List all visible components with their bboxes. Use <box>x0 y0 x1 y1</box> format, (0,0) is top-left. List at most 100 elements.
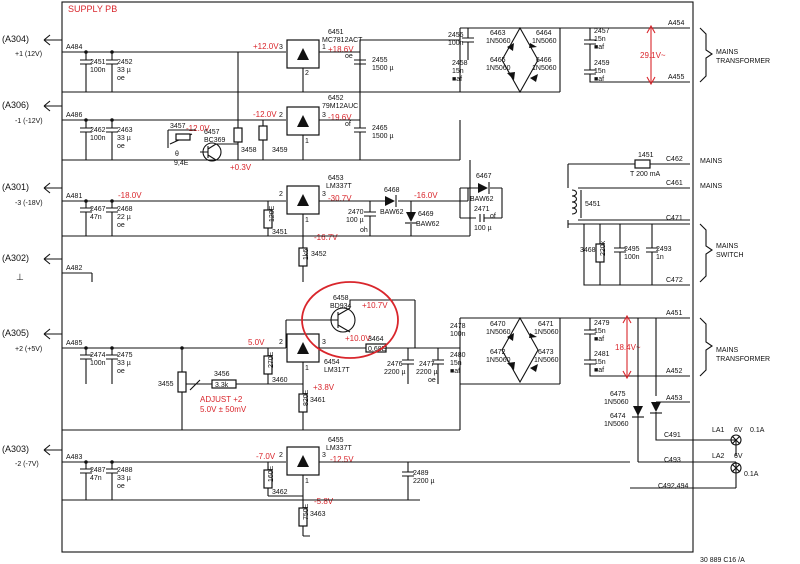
rail-label: (A301) <box>2 182 29 192</box>
node-c491: C491 <box>664 432 681 439</box>
d6466-part: 1N5060 <box>532 65 557 72</box>
d6466-ref: 6466 <box>536 57 552 64</box>
v-12v-neg: -12.0V <box>253 110 277 119</box>
tr-ref: 6457 <box>204 129 220 136</box>
r3462-val: 160E <box>268 465 275 482</box>
c2480-ref: 2480 <box>450 352 466 359</box>
v-30v7: -30.7V <box>328 194 352 203</box>
svg-text:1: 1 <box>305 365 309 372</box>
c2458-val: 15n <box>452 68 464 75</box>
rail-a302: (A302) ⊥ <box>2 253 62 282</box>
rail-a304: (A304) +1 (12V) <box>2 34 62 58</box>
rail-sub: -2 (-7V) <box>15 461 39 468</box>
c2488-val: 33 µ <box>117 475 131 482</box>
rail-a306: (A306) -1 (-12V) <box>2 100 62 125</box>
d6474-ref: 6474 <box>610 413 626 420</box>
node-a486: A486 <box>66 112 82 119</box>
v-3v8: +3.8V <box>313 383 335 392</box>
rail-label: (A305) <box>2 328 29 338</box>
c2465-val: 1500 µ <box>372 133 394 140</box>
c2479-ref: 2479 <box>594 320 610 327</box>
c2493-val: 1n <box>656 254 664 261</box>
c2462-ref: 2462 <box>90 127 106 134</box>
d6472-part: 1N5060 <box>486 357 511 364</box>
c2470-pol: oh <box>360 227 368 234</box>
c2480-val: 15n <box>450 360 462 367</box>
node-c472: C472 <box>666 277 683 284</box>
rail-label: (A306) <box>2 100 29 110</box>
svg-text:1: 1 <box>305 478 309 485</box>
c2475-val: 33 µ <box>117 360 131 367</box>
fuse-ref: 1451 <box>638 152 654 159</box>
c2468-pol: oe <box>117 222 125 229</box>
c2477-val: 2200 µ <box>416 369 438 376</box>
node-a485: A485 <box>66 340 82 347</box>
svg-text:1: 1 <box>305 217 309 224</box>
board-frame <box>61 1 694 553</box>
node-c462: C462 <box>666 156 683 163</box>
v-5v: 5.0V <box>248 338 265 347</box>
la1-i: 0.1A <box>750 427 765 434</box>
c2465-ref: 2465 <box>372 125 388 132</box>
d6472-ref: 6472 <box>490 349 506 356</box>
reg-ref: 6454 <box>324 359 340 366</box>
reg-ref: 6455 <box>328 437 344 444</box>
v-12v-neg2: -12.0V <box>186 124 210 133</box>
d6463-ref: 6463 <box>490 30 506 37</box>
c2475-ref: 2475 <box>117 352 133 359</box>
c2495-val: 100n <box>624 254 640 261</box>
rail-label: (A304) <box>2 34 29 44</box>
c2489-val: 2200 µ <box>413 478 435 485</box>
svg-text:3: 3 <box>322 452 326 459</box>
reg-ref: 6452 <box>328 95 344 102</box>
rail-sub: ⊥ <box>16 272 24 282</box>
r3459-ref: 3459 <box>272 147 288 154</box>
tr-ve: +10.7V <box>362 301 388 310</box>
bridge1-ac: 29.1V~ <box>640 51 666 60</box>
d6469-ref: 6469 <box>418 211 434 218</box>
lamp-section: A453 6475 1N5060 6474 1N5060 C491 C493 C… <box>604 318 765 490</box>
rail-a303: (A303) -2 (-7V) <box>2 444 62 468</box>
c2478-val: 100n <box>450 331 466 338</box>
node-a455: A455 <box>668 74 684 81</box>
c2459-ref: 2459 <box>594 60 610 67</box>
rail-label: (A303) <box>2 444 29 454</box>
node-c492: C492,494 <box>658 483 688 490</box>
c2455-ref: 2455 <box>372 57 388 64</box>
c2468-val: 22 µ <box>117 214 131 221</box>
c2455-pol: oe <box>345 53 353 60</box>
node-a454: A454 <box>668 20 684 27</box>
svg-text:2: 2 <box>279 191 283 198</box>
d6467-part: BAW62 <box>470 196 494 203</box>
c2476-val: 2200 µ <box>384 369 406 376</box>
reg-ref: 6453 <box>328 175 344 182</box>
c2489-ref: 2489 <box>413 470 429 477</box>
rail-sub: -3 (-18V) <box>15 200 43 207</box>
r3451-ref: 3451 <box>272 229 288 236</box>
svg-text:2: 2 <box>279 339 283 346</box>
node-a481: A481 <box>66 193 82 200</box>
c2468-ref: 2468 <box>117 206 133 213</box>
rail-a301: (A301) -3 (-18V) <box>2 182 62 207</box>
drawing-number: 30 889 C16 /A <box>700 557 745 564</box>
c2451-ref: 2451 <box>90 59 106 66</box>
c2474-val: 100n <box>90 360 106 367</box>
d6471-ref: 6471 <box>538 321 554 328</box>
d6464-part: 1N5060 <box>532 38 557 45</box>
node-c493: C493 <box>664 457 681 464</box>
node-a451: A451 <box>666 310 682 317</box>
r3457-note: 9,4E <box>174 160 189 167</box>
r3462-ref: 3462 <box>272 489 288 496</box>
r3456-val: 3.3k <box>215 382 229 389</box>
node-a452: A452 <box>666 368 682 375</box>
svg-text:1: 1 <box>322 44 326 51</box>
transistor-6458: 6458 BD934 +10.7V +10.0V <box>326 295 388 343</box>
d6471-part: 1N5060 <box>534 329 559 336</box>
r3460-val: 270E <box>268 351 275 368</box>
c2459-mark: ■af <box>594 76 604 83</box>
